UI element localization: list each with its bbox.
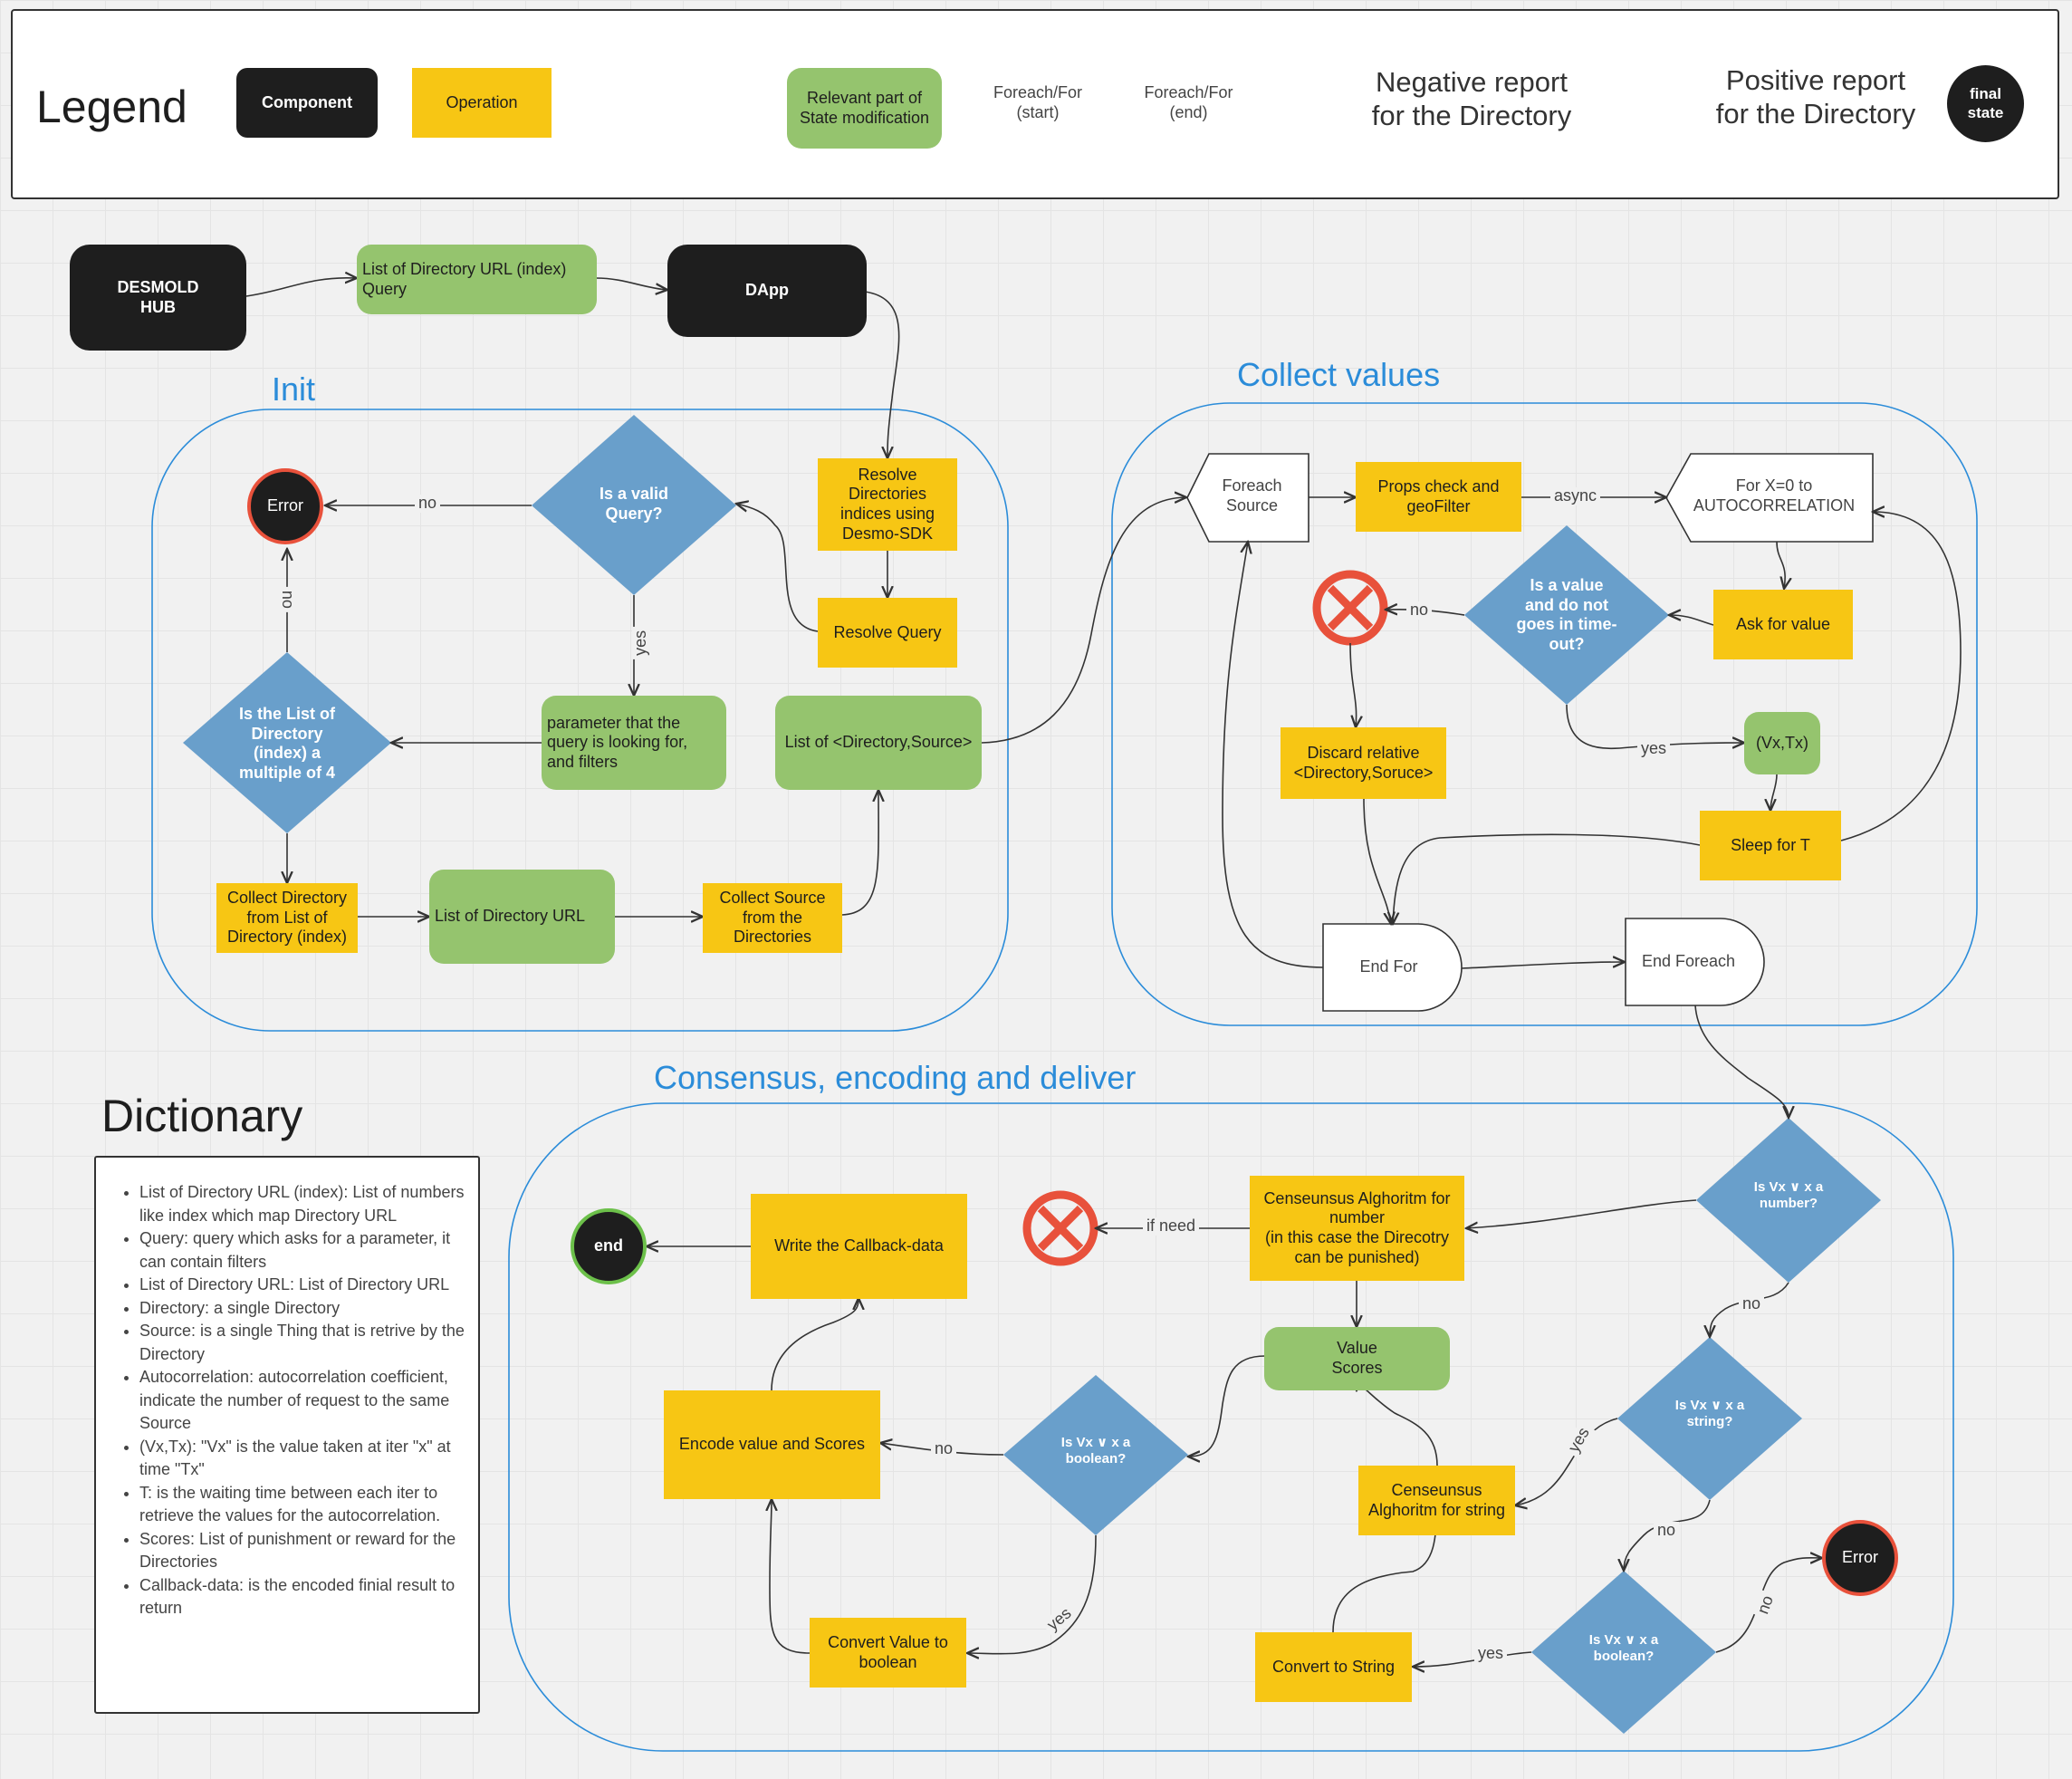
legend-negative-label: Negative report for the Directory [1371,66,1572,132]
boolean2-yes-label: yes [1474,1644,1508,1663]
boolean1-yes-label: yes [1041,1601,1079,1638]
legend-operation: Operation [412,68,552,138]
is-number-label: Is Vx ∨ x a number? [1753,1179,1824,1211]
init-no-label: no [415,494,441,513]
directory-url-query: List of Directory URL (index) Query [357,245,597,314]
dictionary-item: List of Directory URL: List of Directory… [139,1274,467,1297]
init-error: Error [247,468,323,544]
consensus-error: Error [1822,1520,1898,1596]
if-need-label: if need [1143,1216,1200,1236]
dictionary-item: (Vx,Tx): "Vx" is the value taken at iter… [139,1436,467,1482]
list-of-directory-url: List of Directory URL [429,870,615,964]
init-no2-label: no [278,586,297,612]
dictionary-item: Scores: List of punishment or reward for… [139,1528,467,1574]
convert-to-boolean: Convert Value to boolean [810,1618,966,1688]
dictionary-item: T: is the waiting time between each iter… [139,1482,467,1528]
legend-decision-label: decision [636,91,697,110]
init-title: Init [272,370,316,408]
is-multiple-label: Is the List of Directory (index) a multi… [238,705,335,782]
dapp: DApp [667,245,867,337]
legend-state-mod: Relevant part of State modification [787,68,942,149]
dictionary-item: List of Directory URL (index): List of n… [139,1181,467,1227]
resolve-directories: Resolve Directories indices using Desmo-… [818,458,957,551]
end-for-label: End For [1359,957,1418,976]
legend-final-state: final state [1947,65,2024,142]
dictionary-item: Query: query which asks for a parameter,… [139,1227,467,1274]
boolean1-no-label: no [931,1439,957,1458]
is-boolean-1-label: Is Vx ∨ x a boolean? [1060,1435,1131,1466]
foreach-source-label: Foreach Source [1222,476,1282,514]
legend-foreach-end-label: Foreach/For (end) [1144,83,1233,121]
dictionary-item: Source: is a single Thing that is retriv… [139,1320,467,1366]
list-of-directory-source: List of <Directory,Source> [775,696,982,790]
legend-title: Legend [36,82,187,132]
end-foreach-label: End Foreach [1642,952,1736,970]
dictionary-item: Directory: a single Directory [139,1297,467,1321]
number-no-label: no [1739,1294,1765,1313]
collect-directory: Collect Directory from List of Directory… [216,883,358,953]
init-yes-label: yes [631,626,650,659]
is-valid-query-label: Is a valid Query? [599,485,669,523]
ask-for-value: Ask for value [1713,590,1853,659]
props-check: Props check and geoFilter [1356,462,1521,532]
collect-no-label: no [1406,601,1433,620]
consensus-string: Censeunsus Alghoritm for string [1358,1466,1515,1535]
for-x-label: For X=0 to AUTOCORRELATION [1693,476,1856,514]
convert-to-string: Convert to String [1255,1632,1412,1702]
vx-tx: (Vx,Tx) [1744,712,1820,774]
sleep-for-t: Sleep for T [1700,811,1841,880]
async-label: async [1550,486,1601,505]
is-boolean-2-label: Is Vx ∨ x a boolean? [1588,1632,1659,1664]
end-terminal: end [571,1208,647,1284]
resolve-query: Resolve Query [818,598,957,668]
collect-negative-report-icon [1312,570,1388,646]
legend-foreach-start-label: Foreach/For (start) [993,83,1083,121]
consensus-number: Censeunsus Alghoritm for number (in this… [1250,1176,1464,1281]
desmold-hub: DESMOLD HUB [70,245,246,351]
consensus-title: Consensus, encoding and deliver [654,1059,1137,1096]
is-string-label: Is Vx ∨ x a string? [1674,1398,1745,1429]
string-yes-label: yes [1563,1421,1596,1459]
query-parameter: parameter that the query is looking for,… [542,696,726,790]
consensus-negative-report-icon [1022,1190,1098,1266]
value-scores: Value Scores [1264,1327,1450,1390]
dictionary-item: Autocorrelation: autocorrelation coeffic… [139,1366,467,1436]
write-callback-data: Write the Callback-data [751,1194,967,1299]
string-no-label: no [1654,1521,1680,1540]
dictionary-item: Callback-data: is the encoded finial res… [139,1574,467,1620]
collect-yes-label: yes [1637,739,1671,758]
is-valid-value-label: Is a value and do not goes in time- out? [1516,576,1617,653]
encode-value-scores: Encode value and Scores [664,1390,880,1499]
boolean2-no-label: no [1752,1590,1779,1620]
dictionary-panel: List of Directory URL (index): List of n… [94,1156,480,1714]
discard-directory-source: Discard relative <Directory,Soruce> [1281,727,1446,799]
collect-title: Collect values [1237,356,1441,393]
legend-component: Component [236,68,378,138]
collect-source: Collect Source from the Directories [703,883,842,953]
dictionary-title: Dictionary [101,1091,303,1141]
legend-positive-label: Positive report for the Directory [1715,64,1916,130]
